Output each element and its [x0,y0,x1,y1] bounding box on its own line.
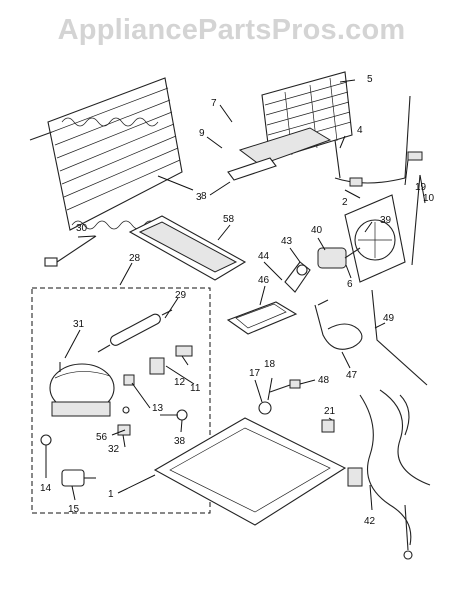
callout-56: 56 [96,432,108,443]
callout-46: 46 [258,275,270,286]
callout-32: 32 [108,444,120,455]
fan-motor-assembly [284,194,406,293]
power-plug [61,469,96,487]
callout-38: 38 [174,436,186,447]
defrost-components [334,95,423,266]
callout-31: 31 [73,319,85,330]
callout-12: 12 [174,377,186,388]
callout-30: 30 [76,223,88,234]
drain-trough [128,215,247,281]
compressor-group-box [31,287,211,514]
plug-part [44,235,97,267]
callout-8: 8 [201,191,207,202]
wire-harness [347,389,431,560]
callout-29: 29 [175,290,187,301]
callout-7: 7 [211,98,217,109]
callout-14: 14 [40,483,52,494]
callout-13: 13 [152,403,164,414]
fan-bracket [226,301,298,335]
callout-4: 4 [357,125,363,136]
evaporator-assembly [227,71,353,181]
relay-overload-parts [117,345,193,436]
callout-1: 1 [108,489,114,500]
callout-18: 18 [264,359,276,370]
callout-6: 6 [347,279,353,290]
callout-11: 11 [190,383,201,394]
compressor [40,362,115,446]
condenser-coil [29,77,183,231]
callout-17: 17 [249,368,261,379]
callout-42: 42 [364,516,376,527]
callout-47: 47 [346,370,358,381]
callout-3: 3 [196,192,202,203]
watermark: AppliancePartsPros.com [57,14,406,46]
tubing [314,289,428,386]
callout-9: 9 [199,128,205,139]
callout-19: 19 [415,182,427,193]
callout-2: 2 [342,197,348,208]
callout-21: 21 [324,406,336,417]
callout-43: 43 [281,236,293,247]
callout-15: 15 [68,504,80,515]
part-48-connector [269,379,301,393]
leader-lines [45,79,426,511]
drier [97,309,173,353]
callout-58: 58 [223,214,235,225]
callout-5: 5 [367,74,373,85]
callout-28: 28 [129,253,141,264]
callout-49: 49 [383,313,395,324]
callout-39: 39 [380,215,392,226]
callout-labels: 3 5 7 9 8 4 19 10 2 39 58 30 28 44 43 40… [40,74,435,527]
callout-44: 44 [258,251,270,262]
callout-48: 48 [318,375,330,386]
callout-10: 10 [423,193,435,204]
callout-40: 40 [311,225,323,236]
base-pan [153,401,347,526]
